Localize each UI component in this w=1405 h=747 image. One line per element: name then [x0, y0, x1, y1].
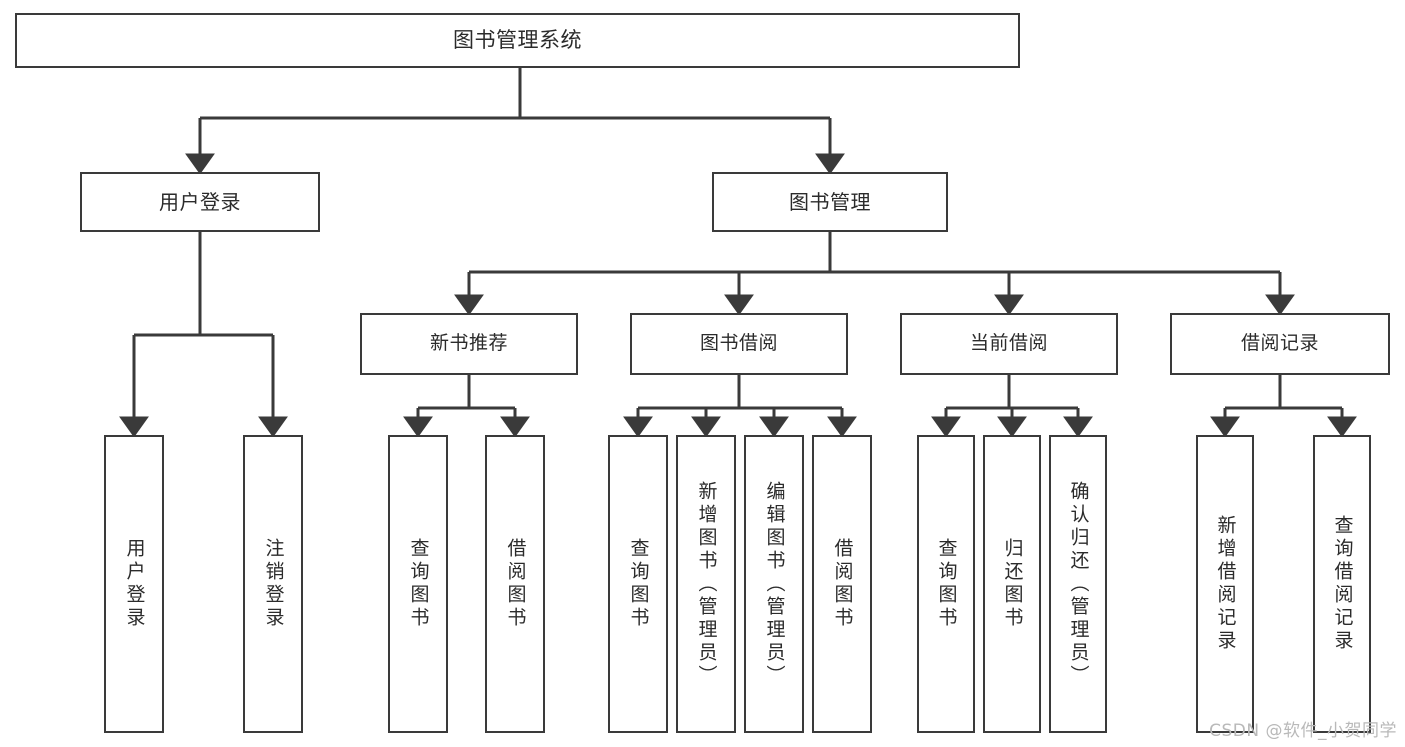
node-user-login[interactable]: 用户登录 — [80, 172, 320, 232]
leaf-confirm-return-admin-label: 确认归还（管理员） — [1067, 480, 1090, 688]
leaf-confirm-return-admin[interactable]: 确认归还（管理员） — [1049, 435, 1107, 733]
node-borrow-record[interactable]: 借阅记录 — [1170, 313, 1390, 375]
node-root[interactable]: 图书管理系统 — [15, 13, 1020, 68]
leaf-edit-book-admin[interactable]: 编辑图书（管理员） — [744, 435, 804, 733]
leaf-user-login-label: 用户登录 — [123, 538, 146, 630]
node-new-book-recommend[interactable]: 新书推荐 — [360, 313, 578, 375]
node-new-book-recommend-label: 新书推荐 — [429, 332, 508, 355]
leaf-logout-label: 注销登录 — [262, 538, 285, 630]
leaf-add-borrow-record[interactable]: 新增借阅记录 — [1196, 435, 1254, 733]
node-book-management-label: 图书管理 — [789, 189, 871, 214]
node-book-borrow-label: 图书借阅 — [699, 332, 778, 355]
leaf-return-book[interactable]: 归还图书 — [983, 435, 1041, 733]
leaf-query-book-cb-label: 查询图书 — [935, 538, 958, 630]
leaf-add-borrow-record-label: 新增借阅记录 — [1214, 515, 1237, 653]
leaf-borrow-book-bb-label: 借阅图书 — [831, 538, 854, 630]
leaf-add-book-admin[interactable]: 新增图书（管理员） — [676, 435, 736, 733]
leaf-query-book-bb-label: 查询图书 — [627, 538, 650, 630]
node-user-login-label: 用户登录 — [159, 189, 241, 214]
watermark: CSDN @软件_小贺同学 — [1209, 721, 1397, 741]
leaf-return-book-label: 归还图书 — [1001, 538, 1024, 630]
leaf-query-borrow-record[interactable]: 查询借阅记录 — [1313, 435, 1371, 733]
leaf-logout[interactable]: 注销登录 — [243, 435, 303, 733]
node-book-borrow[interactable]: 图书借阅 — [630, 313, 848, 375]
leaf-borrow-book-bb[interactable]: 借阅图书 — [812, 435, 872, 733]
leaf-query-book-cb[interactable]: 查询图书 — [917, 435, 975, 733]
leaf-query-book-nb-label: 查询图书 — [407, 538, 430, 630]
leaf-add-book-admin-label: 新增图书（管理员） — [695, 480, 718, 688]
node-borrow-record-label: 借阅记录 — [1240, 332, 1319, 355]
node-root-label: 图书管理系统 — [453, 28, 582, 53]
leaf-borrow-book-nb-label: 借阅图书 — [504, 538, 527, 630]
leaf-edit-book-admin-label: 编辑图书（管理员） — [763, 480, 786, 688]
node-current-borrow[interactable]: 当前借阅 — [900, 313, 1118, 375]
node-current-borrow-label: 当前借阅 — [969, 332, 1048, 355]
node-book-management[interactable]: 图书管理 — [712, 172, 948, 232]
leaf-query-book-nb[interactable]: 查询图书 — [388, 435, 448, 733]
leaf-query-borrow-record-label: 查询借阅记录 — [1331, 515, 1354, 653]
leaf-user-login[interactable]: 用户登录 — [104, 435, 164, 733]
leaf-query-book-bb[interactable]: 查询图书 — [608, 435, 668, 733]
leaf-borrow-book-nb[interactable]: 借阅图书 — [485, 435, 545, 733]
